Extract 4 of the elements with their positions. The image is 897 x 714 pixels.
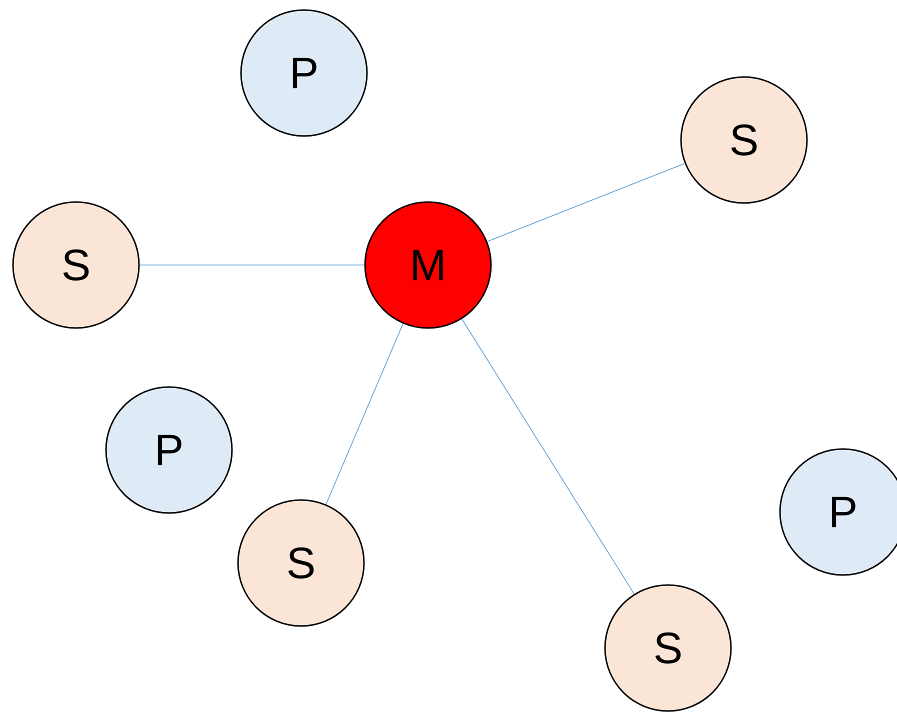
connector-line [486,163,686,242]
connector-line [326,323,404,505]
connector-line [461,318,635,594]
connector-line [139,264,365,266]
